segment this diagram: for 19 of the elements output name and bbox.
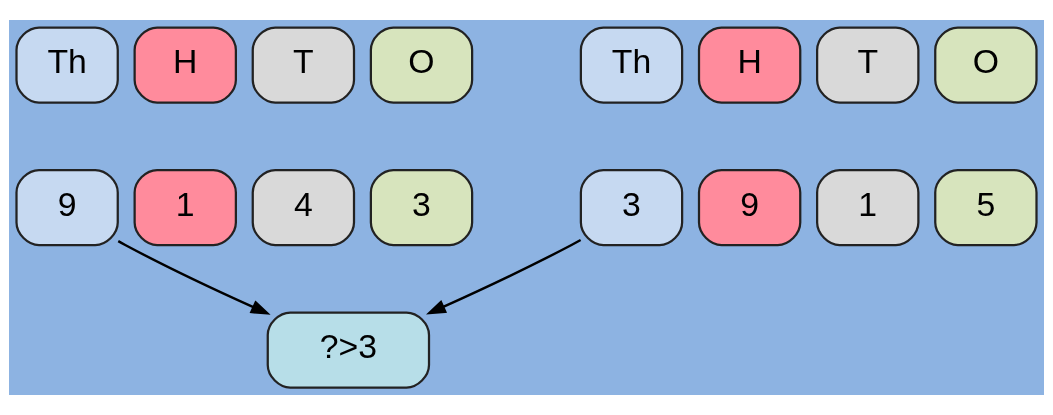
- node-box: 3: [579, 168, 684, 247]
- node-box: Th: [579, 26, 684, 104]
- node-box: Th: [15, 26, 119, 104]
- node-box: H: [697, 26, 802, 104]
- node-box: 4: [251, 168, 356, 247]
- node-box: T: [251, 26, 356, 104]
- node-box: 9: [697, 168, 802, 247]
- node-box: H: [133, 26, 237, 104]
- node-box: ?>3: [266, 311, 431, 389]
- node-box: 9: [15, 168, 119, 247]
- node-box: O: [369, 26, 474, 104]
- arrow: [426, 239, 582, 315]
- arrow: [117, 240, 271, 315]
- node-box: T: [816, 26, 920, 104]
- node-box: O: [934, 26, 1038, 104]
- node-box: 5: [934, 168, 1038, 247]
- node-box: 1: [133, 168, 237, 247]
- node-box: 1: [816, 168, 920, 247]
- node-box: 3: [369, 168, 474, 247]
